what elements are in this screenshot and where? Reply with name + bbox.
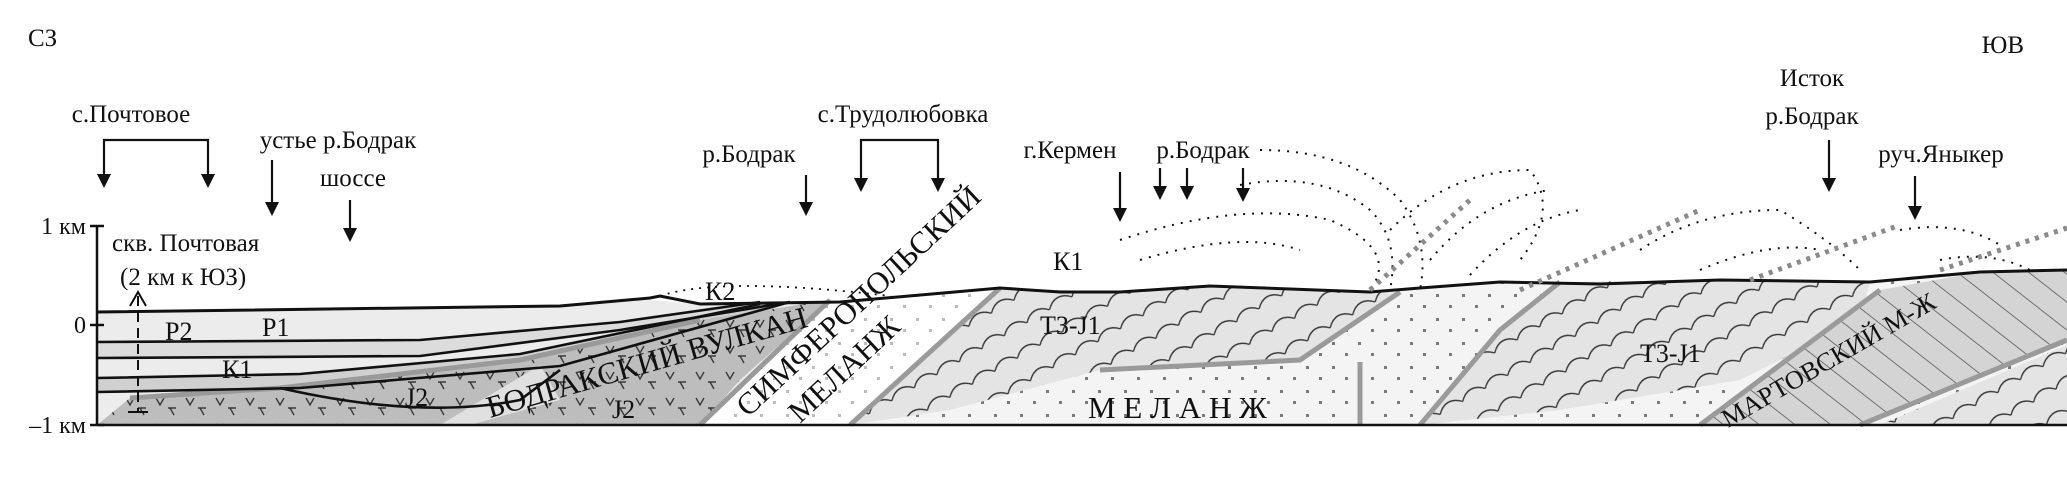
scale-label-zero: 0 <box>74 313 86 339</box>
label-bodrak-river-1: р.Бодрак <box>702 141 796 168</box>
unit-j2-small: J2 <box>612 395 635 424</box>
label-well-note: (2 км к ЮЗ) <box>120 264 246 291</box>
label-bodrak-river-2: р.Бодрак <box>1156 137 1250 164</box>
label-pochtovoe: с.Почтовое <box>72 101 190 128</box>
label-kermen: г.Кермен <box>1024 137 1117 164</box>
label-bodrak-mouth: устье р.Бодрак <box>260 127 417 154</box>
unit-t3j1-right: Т3-J1 <box>1640 339 1701 368</box>
locality-markers: с.Почтовое устье р.Бодрак шоссе скв. Поч… <box>72 65 2004 291</box>
section-body <box>96 149 2067 428</box>
label-well-name: скв. Почтовая <box>112 230 260 257</box>
strata-contacts <box>96 300 791 409</box>
borehole <box>128 289 148 413</box>
scale-label-bottom: –1 км <box>28 413 86 439</box>
unit-k2: К2 <box>705 277 735 306</box>
thrust-contacts <box>129 280 2067 428</box>
vertical-scale: 1 км 0 –1 км <box>28 214 104 439</box>
direction-northwest: СЗ <box>28 25 57 52</box>
unit-melange: М Е Л А Н Ж <box>1088 390 1267 425</box>
unit-p2: Р2 <box>165 317 192 346</box>
label-trudolyubovka: с.Трудолюбовка <box>818 101 989 128</box>
unit-k1-right: К1 <box>1053 247 1083 276</box>
scale-label-top: 1 км <box>41 214 86 240</box>
label-highway: шоссе <box>320 165 386 192</box>
unit-j2-main: J2 <box>405 383 428 412</box>
label-source-line2: р.Бодрак <box>1765 103 1859 130</box>
unit-p1: Р1 <box>262 313 289 342</box>
unit-t3j1-left: Т3-J1 <box>1040 311 1101 340</box>
direction-southeast: ЮВ <box>1982 32 2024 59</box>
unit-k1-left: К1 <box>222 355 252 384</box>
label-yanyker: руч.Яныкер <box>1878 141 2003 168</box>
eroded-fold-traces <box>1119 149 2031 291</box>
projected-thrusts <box>1368 198 2067 293</box>
label-source-line1: Исток <box>1780 65 1845 92</box>
ground-surface <box>96 268 2067 314</box>
paleogene-band <box>97 302 790 358</box>
